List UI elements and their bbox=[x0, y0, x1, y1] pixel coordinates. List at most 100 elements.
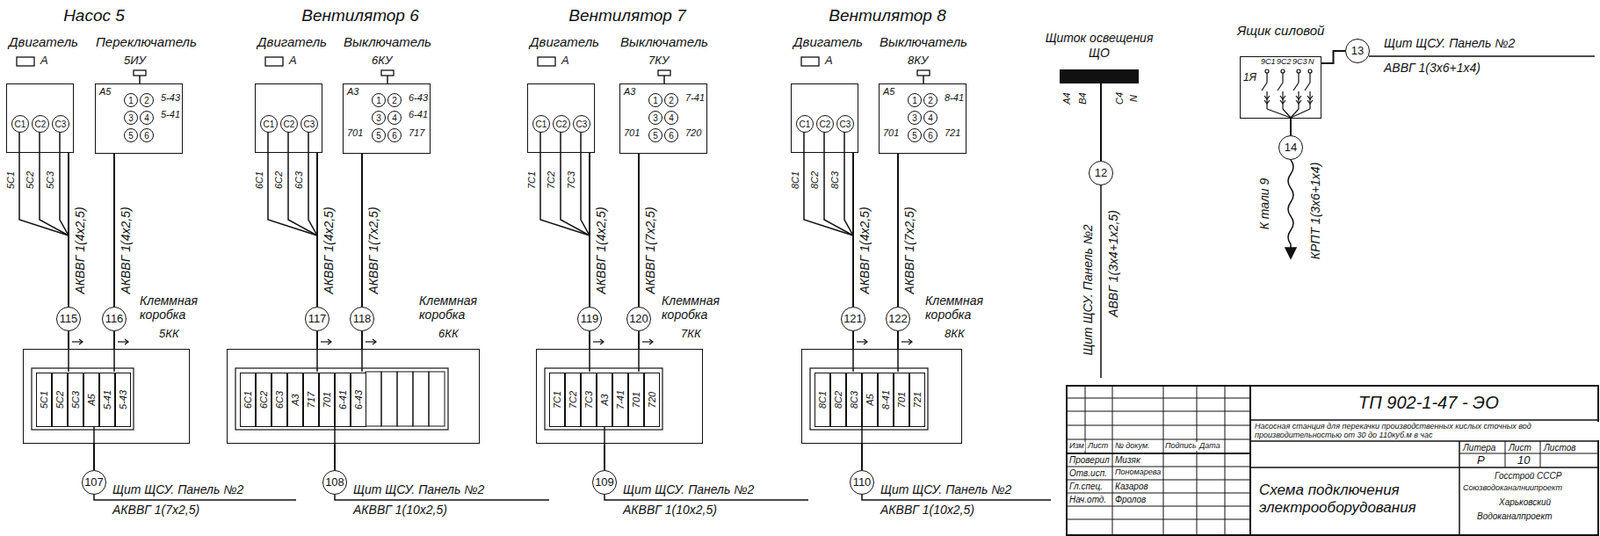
cable-line bbox=[67, 331, 70, 349]
wire-line bbox=[852, 348, 855, 372]
node-text: Выключатель bbox=[343, 35, 432, 51]
terminal-strip bbox=[544, 368, 663, 430]
contact-circle: 1 bbox=[371, 93, 386, 108]
wire-label: 5С2 bbox=[24, 170, 36, 190]
node-text: 7С3 bbox=[583, 390, 594, 409]
wire-label: 8С1 bbox=[789, 170, 801, 190]
terminal-cell: 701 bbox=[318, 372, 335, 428]
contact-circle: 1 bbox=[123, 93, 138, 108]
fuse-mark bbox=[1264, 95, 1270, 100]
node-text: С2 bbox=[283, 119, 296, 130]
terminal-cell: 6С2 bbox=[255, 372, 272, 428]
callout-number: 115 bbox=[56, 306, 81, 332]
cable-line bbox=[113, 153, 116, 307]
node-text: 5С1 bbox=[38, 390, 50, 409]
node-text: 5-43 bbox=[117, 390, 129, 410]
switch-terminal bbox=[1265, 69, 1269, 73]
cable-line bbox=[333, 443, 336, 471]
ammeter-symbol bbox=[265, 57, 283, 66]
cable-line bbox=[67, 152, 70, 307]
title-block-text: Лист bbox=[1086, 441, 1109, 451]
wire-label: 7С3 bbox=[565, 170, 577, 190]
wire-line bbox=[67, 348, 70, 372]
node-text: 7С1 bbox=[551, 390, 563, 409]
wire-label: 5С3 bbox=[44, 170, 56, 190]
terminal-cell: 5-43 bbox=[115, 372, 131, 428]
cable-label: Щит ЩСУ. Панель №2 bbox=[352, 483, 486, 497]
wire-line bbox=[603, 426, 606, 444]
node-text: Клеммная коробка bbox=[661, 293, 729, 322]
node-text: С2 bbox=[556, 119, 568, 130]
terminal-box: Клеммная коробка8КК8С18С28С3А58-41701721 bbox=[801, 348, 963, 444]
knob-symbol bbox=[917, 70, 930, 76]
cable-label: К тали 9 bbox=[1258, 177, 1272, 232]
node-text: 7С2 bbox=[567, 390, 579, 409]
title-block-text: Проверил bbox=[1068, 455, 1111, 465]
direction-arrow bbox=[79, 339, 83, 345]
wire-line bbox=[1266, 108, 1291, 118]
fuse-mark bbox=[1264, 100, 1270, 104]
wire-label: 5-41 bbox=[159, 108, 181, 120]
contact-circle: 5 bbox=[648, 128, 663, 143]
wire-line bbox=[138, 75, 141, 84]
title-block-text: Нач.отд. bbox=[1068, 494, 1108, 505]
cable-line bbox=[1100, 83, 1102, 161]
contact-circle: 3 bbox=[371, 110, 386, 125]
cable-label: АКВВГ 1(4х2,5) bbox=[322, 205, 336, 295]
node-text: 6 bbox=[927, 130, 934, 141]
terminal-label: В4 bbox=[1077, 91, 1088, 105]
terminal-strip bbox=[31, 368, 134, 430]
direction-arrow bbox=[600, 339, 604, 345]
contact-circle: 4 bbox=[664, 110, 679, 125]
terminal-cell: А5 bbox=[83, 372, 100, 428]
title-block-text: Мизяк bbox=[1114, 455, 1142, 465]
callout-number: 118 bbox=[349, 306, 375, 332]
cable-line bbox=[603, 443, 606, 471]
node-text: 7КК bbox=[680, 327, 702, 341]
wire-label: 720 bbox=[684, 127, 703, 138]
wire-line bbox=[333, 426, 336, 444]
ammeter-symbol bbox=[801, 57, 819, 66]
node-text: Двигатель bbox=[529, 35, 600, 51]
node-text: Выключатель bbox=[620, 35, 709, 51]
node-text: 721 bbox=[912, 391, 923, 408]
node-text: 6С1 bbox=[242, 390, 254, 409]
terminal-circle: С1 bbox=[260, 115, 278, 133]
node-text: 6КК bbox=[438, 327, 459, 341]
terminal-label: N bbox=[1128, 94, 1139, 103]
wire-line bbox=[316, 348, 319, 372]
callout-number: 12 bbox=[1088, 160, 1114, 186]
node-text: 4 bbox=[668, 113, 674, 124]
node-text: 2 bbox=[391, 95, 398, 106]
wire-label: 717 bbox=[407, 127, 426, 138]
node-text: 6КУ bbox=[371, 54, 392, 67]
motor-box: ДвигательС1С2С3 bbox=[790, 83, 859, 153]
node-text: Двигатель bbox=[8, 35, 79, 51]
contact-circle: 2 bbox=[664, 93, 679, 108]
wire-label: 6-41 bbox=[407, 108, 429, 120]
node-text: 118 bbox=[353, 312, 372, 326]
title-block-text: Литера bbox=[1462, 442, 1497, 453]
terminal-cell: 6-43 bbox=[350, 372, 367, 428]
wire-line bbox=[288, 131, 318, 236]
grid-rows bbox=[1066, 385, 1251, 536]
cable-label: АКВВГ 1(7х2,5) bbox=[644, 205, 658, 295]
node-text: 117 bbox=[308, 312, 327, 326]
terminal-cell: 717 bbox=[303, 372, 319, 428]
cable-label: Щит ЩСУ. Панель №2 bbox=[1382, 36, 1516, 51]
node-text: 1 bbox=[912, 95, 918, 106]
node-text: 6С2 bbox=[258, 390, 269, 409]
node-text: 8КК bbox=[944, 327, 965, 341]
cable-label: Щит ЩСУ. Панель №2 bbox=[622, 483, 755, 497]
terminal-cell: А3 bbox=[287, 372, 304, 428]
node-text: Двигатель bbox=[793, 35, 863, 51]
ammeter-symbol bbox=[537, 57, 556, 66]
wire-line bbox=[922, 75, 925, 84]
terminal-circle: С3 bbox=[300, 115, 319, 133]
cable-label: Щит ЩСУ. Панель №2 bbox=[1081, 223, 1095, 356]
node-text: 701 bbox=[630, 391, 642, 408]
fuse-mark bbox=[1295, 100, 1302, 104]
node-text: 5 bbox=[912, 130, 918, 141]
wire-line bbox=[580, 131, 590, 236]
